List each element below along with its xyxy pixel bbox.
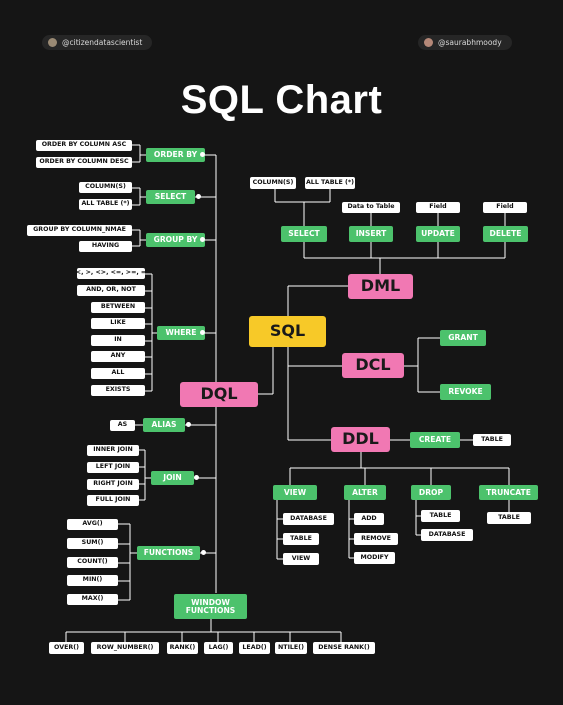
item-all-table: ALL TABLE (*) bbox=[79, 199, 132, 210]
handle-right-text: @saurabhmoody bbox=[438, 38, 502, 47]
item-delete-field: Field bbox=[483, 202, 527, 213]
item-ntile: NTILE() bbox=[275, 642, 307, 654]
item-min: MIN() bbox=[67, 575, 118, 586]
item-comparison-operators: <, >, <>, <=, >=, = bbox=[76, 268, 146, 279]
item-over: OVER() bbox=[49, 642, 84, 654]
handle-left-text: @citizendatascientist bbox=[62, 38, 143, 47]
item-view-table: TABLE bbox=[283, 533, 319, 545]
node-alias: ALIAS bbox=[143, 418, 185, 432]
node-insert: INSERT bbox=[349, 226, 393, 242]
item-data-to-table: Data to Table bbox=[342, 202, 400, 213]
node-dml-select: SELECT bbox=[281, 226, 327, 242]
node-drop: DROP bbox=[411, 485, 451, 500]
item-truncate-table: TABLE bbox=[487, 512, 531, 524]
item-having: HAVING bbox=[79, 241, 132, 252]
node-functions: FUNCTIONS bbox=[137, 546, 200, 560]
item-and-or-not: AND, OR, NOT bbox=[77, 285, 145, 296]
category-dcl: DCL bbox=[342, 353, 404, 378]
author-handle-left[interactable]: @citizendatascientist bbox=[42, 35, 153, 50]
item-all: ALL bbox=[91, 368, 145, 379]
connector-dot bbox=[200, 330, 205, 335]
node-alter: ALTER bbox=[344, 485, 386, 500]
item-dml-all-table: ALL TABLE (*) bbox=[305, 177, 355, 189]
item-view-view: VIEW bbox=[283, 553, 319, 565]
item-update-field: Field bbox=[416, 202, 460, 213]
connector-dot bbox=[196, 194, 201, 199]
node-update: UPDATE bbox=[416, 226, 460, 242]
item-rank: RANK() bbox=[167, 642, 198, 654]
item-avg: AVG() bbox=[67, 519, 118, 530]
item-between: BETWEEN bbox=[91, 302, 145, 313]
item-count: COUNT() bbox=[67, 557, 118, 568]
item-order-by-asc: ORDER BY COLUMN ASC bbox=[36, 140, 132, 151]
node-create: CREATE bbox=[410, 432, 460, 448]
item-like: LIKE bbox=[91, 318, 145, 329]
item-order-by-desc: ORDER BY COLUMN DESC bbox=[36, 157, 132, 168]
node-revoke: REVOKE bbox=[440, 384, 491, 400]
root-sql: SQL bbox=[249, 316, 326, 347]
avatar-icon bbox=[48, 38, 57, 47]
node-truncate: TRUNCATE bbox=[479, 485, 538, 500]
item-columns: COLUMN(S) bbox=[79, 182, 132, 193]
node-window-functions: WINDOW FUNCTIONS bbox=[174, 594, 247, 619]
item-view-database: DATABASE bbox=[283, 513, 334, 525]
item-dml-columns: COLUMN(S) bbox=[250, 177, 296, 189]
node-order-by: ORDER BY bbox=[146, 148, 205, 162]
item-max: MAX() bbox=[67, 594, 118, 605]
item-alter-add: ADD bbox=[354, 513, 384, 525]
node-dql-select: SELECT bbox=[146, 190, 195, 204]
item-drop-database: DATABASE bbox=[421, 529, 473, 541]
item-lag: LAG() bbox=[204, 642, 233, 654]
item-drop-table: TABLE bbox=[421, 510, 460, 522]
item-as: AS bbox=[110, 420, 135, 431]
item-full-join: FULL JOIN bbox=[87, 495, 139, 506]
item-create-table: TABLE bbox=[473, 434, 511, 446]
connector-dot bbox=[200, 237, 205, 242]
item-lead: LEAD() bbox=[239, 642, 270, 654]
connector-dot bbox=[201, 550, 206, 555]
item-sum: SUM() bbox=[67, 538, 118, 549]
item-in: IN bbox=[91, 335, 145, 346]
category-dql: DQL bbox=[180, 382, 258, 407]
node-grant: GRANT bbox=[440, 330, 486, 346]
connector-dot bbox=[200, 152, 205, 157]
item-right-join: RIGHT JOIN bbox=[87, 479, 139, 490]
item-group-by-column: GROUP BY COLUMN_NMAE bbox=[27, 225, 132, 236]
connector-dot bbox=[194, 475, 199, 480]
node-delete: DELETE bbox=[483, 226, 528, 242]
category-ddl: DDL bbox=[331, 427, 390, 452]
author-handle-right[interactable]: @saurabhmoody bbox=[418, 35, 512, 50]
item-alter-modify: MODIFY bbox=[354, 552, 395, 564]
node-join: JOIN bbox=[151, 471, 194, 485]
item-any: ANY bbox=[91, 351, 145, 362]
item-inner-join: INNER JOIN bbox=[87, 445, 139, 456]
item-exists: EXISTS bbox=[91, 385, 145, 396]
item-dense-rank: DENSE RANK() bbox=[313, 642, 375, 654]
category-dml: DML bbox=[348, 274, 413, 299]
node-view: VIEW bbox=[273, 485, 317, 500]
node-where: WHERE bbox=[157, 326, 205, 340]
item-alter-remove: REMOVE bbox=[354, 533, 398, 545]
page-title: SQL Chart bbox=[180, 78, 383, 122]
item-left-join: LEFT JOIN bbox=[87, 462, 139, 473]
avatar-icon bbox=[424, 38, 433, 47]
item-row-number: ROW_NUMBER() bbox=[91, 642, 159, 654]
node-group-by: GROUP BY bbox=[146, 233, 205, 247]
connector-dot bbox=[186, 422, 191, 427]
